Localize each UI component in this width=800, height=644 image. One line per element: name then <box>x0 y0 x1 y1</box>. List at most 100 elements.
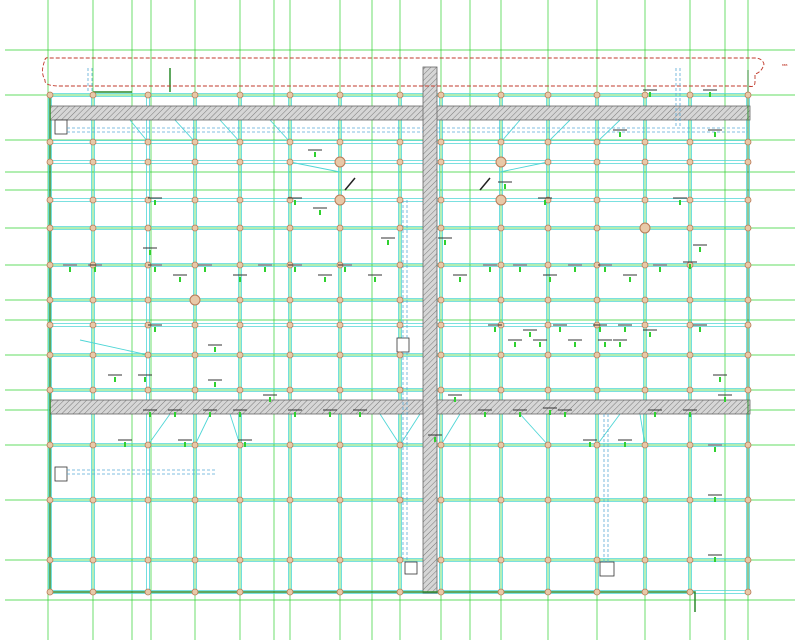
beam-label-marker-37 <box>514 342 516 347</box>
beam-label-marker-19 <box>324 277 326 282</box>
column-11-1 <box>89 496 97 504</box>
column-12-11 <box>593 556 601 564</box>
beam-label-12 <box>88 264 102 272</box>
column-2-14 <box>744 158 752 166</box>
beam-label-marker-59 <box>519 412 521 417</box>
column-6-10 <box>544 296 552 304</box>
column-6-5 <box>286 296 294 304</box>
beam-label-marker-26 <box>574 267 576 272</box>
beam-label-39 <box>568 339 582 347</box>
beam-label-76 <box>703 89 717 97</box>
column-8-4 <box>236 351 244 359</box>
beam-label-marker-2 <box>319 210 321 215</box>
column-2-3 <box>191 158 199 166</box>
beam-label-35 <box>643 329 657 337</box>
beam-label-36 <box>693 324 707 332</box>
column-3-0 <box>46 196 54 204</box>
beam-label-marker-23 <box>489 267 491 272</box>
column-0-3 <box>191 91 199 99</box>
column-13-13 <box>686 588 694 596</box>
column-12-4 <box>236 556 244 564</box>
column-11-9 <box>497 496 505 504</box>
column-11-5 <box>286 496 294 504</box>
beam-label-marker-58 <box>484 412 486 417</box>
column-2-12 <box>641 158 649 166</box>
column-12-9 <box>497 556 505 564</box>
column-8-7 <box>396 351 404 359</box>
column-1-0 <box>46 138 54 146</box>
beam-label-marker-76 <box>709 92 711 97</box>
column-10-13 <box>686 441 694 449</box>
beam-label-75 <box>643 89 657 97</box>
beam-label-15 <box>198 264 212 272</box>
beam-label-2 <box>313 207 327 215</box>
column-3-13 <box>686 196 694 204</box>
column-11-7 <box>396 496 404 504</box>
beam-label-42 <box>148 324 162 332</box>
column-6-0 <box>46 296 54 304</box>
column-8-13 <box>686 351 694 359</box>
column-12-12 <box>641 556 649 564</box>
beam-label-26 <box>568 264 582 272</box>
beam-label-marker-44 <box>214 382 216 387</box>
beam-label-marker-4 <box>544 200 546 205</box>
column-7-5 <box>286 321 294 329</box>
column-8-12 <box>641 351 649 359</box>
beam-label-43 <box>208 344 222 352</box>
column-12-14 <box>744 556 752 564</box>
beam-label-33 <box>593 324 607 332</box>
beam-label-29 <box>653 264 667 272</box>
beam-label-marker-56 <box>359 412 361 417</box>
beam-label-marker-60 <box>549 410 551 415</box>
column-4-3 <box>191 224 199 232</box>
beam-label-41 <box>613 339 627 347</box>
beam-label-marker-28 <box>629 277 631 282</box>
column-13-6 <box>336 588 344 596</box>
column-4-2 <box>144 224 152 232</box>
beam-label-marker-1 <box>294 200 296 205</box>
column-5-7 <box>396 261 404 269</box>
beam-label-marker-57 <box>454 397 456 402</box>
column-7-10 <box>544 321 552 329</box>
beam-diagonal-16 <box>79 339 149 356</box>
column-11-12 <box>641 496 649 504</box>
beam-label-marker-43 <box>214 347 216 352</box>
beam-labels <box>63 89 732 562</box>
beam-label-marker-36 <box>699 327 701 332</box>
column-12-1 <box>89 556 97 564</box>
column-8-2 <box>144 351 152 359</box>
beam-label-31 <box>523 329 537 337</box>
beam-diagonal-4 <box>500 119 521 143</box>
beam-label-54 <box>288 409 302 417</box>
column-large-3 <box>495 194 507 206</box>
column-6-14 <box>744 296 752 304</box>
column-12-8 <box>437 556 445 564</box>
beam-label-38 <box>533 339 547 347</box>
column-4-14 <box>744 224 752 232</box>
column-large-5 <box>639 222 651 234</box>
column-8-14 <box>744 351 752 359</box>
revision-cloud <box>42 57 765 87</box>
beam-label-45 <box>108 374 122 382</box>
column-9-8 <box>437 386 445 394</box>
beam-label-49 <box>143 409 157 417</box>
column-6-8 <box>437 296 445 304</box>
beam-label-marker-24 <box>519 267 521 272</box>
column-5-9 <box>497 261 505 269</box>
column-8-6 <box>336 351 344 359</box>
column-4-13 <box>686 224 694 232</box>
beam-label-marker-66 <box>244 442 246 447</box>
column-9-7 <box>396 386 404 394</box>
column-12-0 <box>46 556 54 564</box>
column-13-3 <box>191 588 199 596</box>
beam-label-74 <box>613 129 627 137</box>
beam-label-17 <box>258 264 272 272</box>
column-1-13 <box>686 138 694 146</box>
beam-label-27 <box>598 264 612 272</box>
duct-lines <box>67 68 748 562</box>
column-10-2 <box>144 441 152 449</box>
column-9-11 <box>593 386 601 394</box>
column-5-8 <box>437 261 445 269</box>
column-1-5 <box>286 138 294 146</box>
column-11-13 <box>686 496 694 504</box>
